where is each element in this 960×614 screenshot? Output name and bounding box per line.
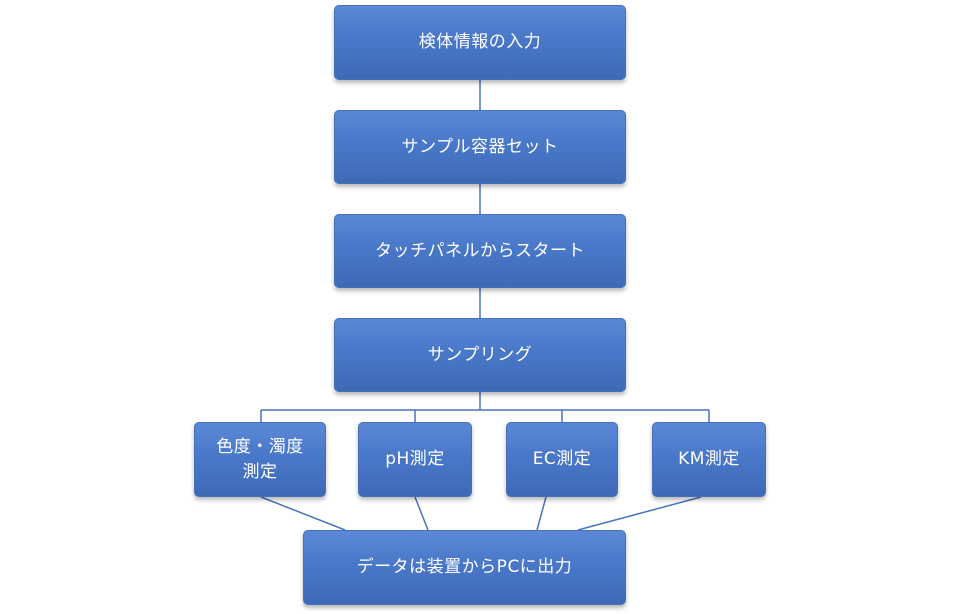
connector-line (577, 496, 702, 531)
measure-label: pH測定 (385, 449, 445, 470)
measure-label: 色度・濁度 測定 (216, 436, 304, 482)
measure-label: KM測定 (678, 449, 740, 470)
step-sampling: サンプリング (334, 318, 626, 392)
step-start-from-touch-panel: タッチパネルからスタート (334, 214, 626, 288)
measure-color-turbidity: 色度・濁度 測定 (194, 422, 326, 497)
connector-line (536, 496, 547, 531)
step-label: 検体情報の入力 (418, 32, 542, 53)
measure-km: KM測定 (652, 422, 766, 497)
output-to-pc: データは装置からPCに出力 (303, 530, 626, 605)
measure-ph: pH測定 (358, 422, 472, 497)
step-set-sample-container: サンプル容器セット (334, 110, 626, 184)
connector-line (414, 496, 429, 531)
step-label: サンプル容器セット (401, 136, 559, 157)
measure-ec: EC測定 (506, 422, 618, 497)
step-input-specimen-info: 検体情報の入力 (334, 5, 626, 80)
step-label: サンプリング (427, 344, 533, 365)
output-label: データは装置からPCに出力 (356, 557, 573, 578)
step-label: タッチパネルからスタート (375, 240, 585, 261)
measure-label: EC測定 (532, 449, 592, 470)
connector-line (260, 496, 346, 531)
